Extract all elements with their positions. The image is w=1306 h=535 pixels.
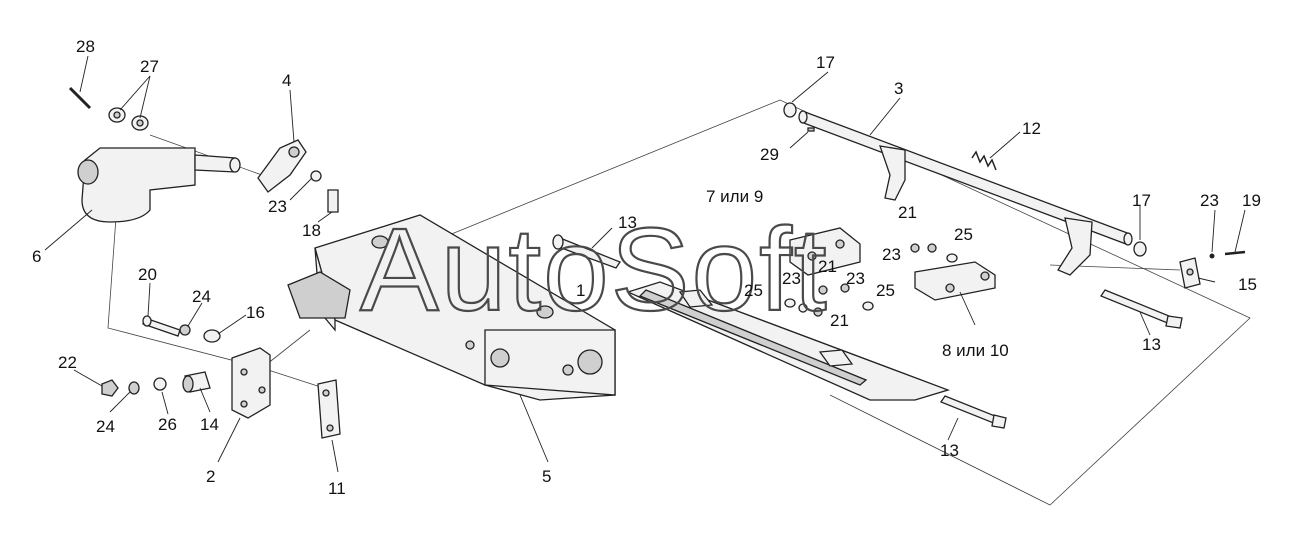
leader-lines <box>44 55 1246 473</box>
callout-20: 20 <box>138 265 157 284</box>
part-12-spring <box>971 150 997 171</box>
part-15-block <box>1179 257 1201 289</box>
callout-11: 11 <box>328 479 346 498</box>
callout-17-left: 17 <box>816 53 835 72</box>
callout-26: 26 <box>158 415 177 434</box>
callout-6: 6 <box>32 247 41 266</box>
callout-25-a: 25 <box>954 225 973 244</box>
callout-21-b: 21 <box>818 257 837 276</box>
watermark-text: AutoSoft <box>360 204 829 336</box>
part-14-bushing <box>182 371 211 393</box>
callout-22: 22 <box>58 353 77 372</box>
callout-5: 5 <box>542 467 551 486</box>
callout-13-lower: 13 <box>940 441 959 460</box>
part-13-bolt-right <box>1100 289 1183 329</box>
part-6-actuator <box>77 147 241 223</box>
callout-27: 27 <box>140 57 159 76</box>
part-5-housing <box>287 214 616 401</box>
part-22-nut <box>101 379 119 397</box>
callout-13-upper: 13 <box>618 213 637 232</box>
callout-23-left: 23 <box>268 197 287 216</box>
part-17-washer-right <box>1133 241 1147 257</box>
callout-12: 12 <box>1022 119 1041 138</box>
part-3-shaft <box>798 110 1133 276</box>
callout-19: 19 <box>1242 191 1261 210</box>
callout-24-lower: 24 <box>96 417 115 436</box>
part-24-nut-lower <box>128 381 140 395</box>
part-7-or-9-hinge <box>789 227 861 276</box>
callout-15: 15 <box>1238 275 1257 294</box>
part-13-bolt-upper <box>552 234 621 269</box>
callout-21-c: 21 <box>830 311 849 330</box>
callout-18: 18 <box>302 221 321 240</box>
callout-25-c: 25 <box>876 281 895 300</box>
part-8-or-10-hinge <box>914 261 996 301</box>
part-23-nut-right <box>1209 253 1215 259</box>
callout-13-right: 13 <box>1142 335 1161 354</box>
part-2-bracket <box>231 347 271 419</box>
callout-3: 3 <box>894 79 903 98</box>
callout-28: 28 <box>76 37 95 56</box>
callout-8-or-10: 8 или 10 <box>942 341 1009 360</box>
callout-21-a: 21 <box>898 203 917 222</box>
callout-23-c: 23 <box>782 269 801 288</box>
part-13-bolt-lower <box>940 395 1007 429</box>
part-27-washers <box>108 107 149 131</box>
callout-2: 2 <box>206 467 215 486</box>
part-1-rail <box>626 281 951 401</box>
callout-1: 1 <box>576 281 585 300</box>
callout-25-b: 25 <box>744 281 763 300</box>
callout-29: 29 <box>760 145 779 164</box>
part-4-lever <box>257 139 339 213</box>
callout-17-right: 17 <box>1132 191 1151 210</box>
callout-7-or-9: 7 или 9 <box>706 187 763 206</box>
part-19-pin <box>1224 250 1246 256</box>
part-24-nut-upper <box>179 324 191 336</box>
part-20-bolt <box>142 315 181 337</box>
callout-23-e: 23 <box>1200 191 1219 210</box>
callout-labels: 28 27 4 6 23 18 20 24 16 22 24 26 14 2 1… <box>32 37 1261 498</box>
part-17-washer-left <box>783 102 797 118</box>
part-29-key <box>807 127 815 132</box>
part-fasteners-21-23-25 <box>784 243 958 317</box>
callout-24-upper: 24 <box>192 287 211 306</box>
callout-23-b: 23 <box>882 245 901 264</box>
callout-4: 4 <box>282 71 291 90</box>
callout-23-d: 23 <box>846 269 865 288</box>
part-16-washer <box>203 329 221 343</box>
callout-16: 16 <box>246 303 265 322</box>
part-11-plate <box>317 379 341 439</box>
part-26-washer <box>153 377 167 391</box>
callout-14: 14 <box>200 415 219 434</box>
part-28-pin <box>68 86 92 110</box>
